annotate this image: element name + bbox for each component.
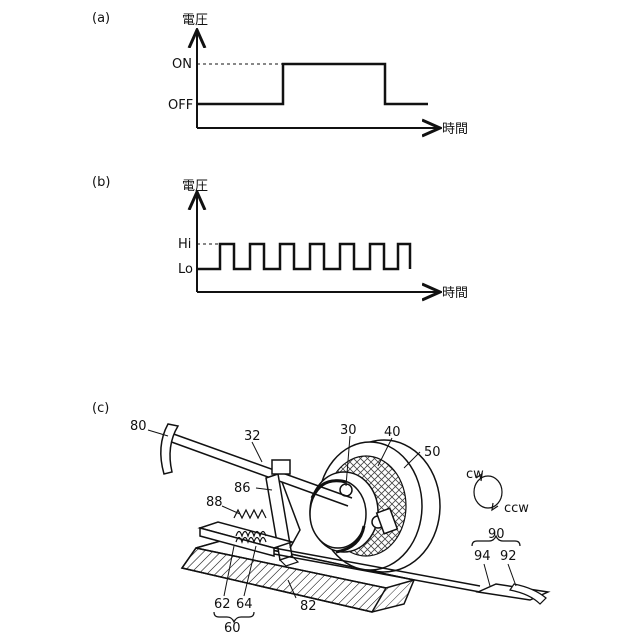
ref-92: 92 (500, 549, 517, 564)
panel-a-x-axis-label: 時間 (442, 122, 468, 137)
panel-b-pwm-waveform (197, 244, 410, 269)
ref-90: 90 (488, 527, 505, 542)
ref-88: 88 (206, 495, 223, 510)
ref-64: 64 (236, 597, 253, 612)
ref-30: 30 (340, 423, 357, 438)
ref-62: 62 (214, 597, 231, 612)
lever-80 (161, 424, 178, 474)
panel-a-y-axis-label: 電圧 (182, 13, 208, 28)
panel-b-hi-label: Hi (178, 237, 191, 252)
ref-86: 86 (234, 481, 251, 496)
panel-b-x-axis-label: 時間 (442, 286, 468, 301)
ref-82: 82 (300, 599, 317, 614)
ref-60: 60 (224, 621, 241, 636)
panel-c-label: (c) (92, 401, 109, 416)
rotation-indicator: cw ccw (466, 467, 529, 516)
ref-94: 94 (474, 549, 491, 564)
ref-40: 40 (384, 425, 401, 440)
panel-b-label: (b) (92, 175, 110, 190)
panel-b: (b) 電圧 時間 Hi Lo (92, 175, 468, 301)
panel-a-off-label: OFF (168, 98, 193, 113)
ref-32: 32 (244, 429, 261, 444)
panel-c: (c) (92, 401, 548, 636)
ccw-label: ccw (504, 501, 529, 516)
panel-a-label: (a) (92, 11, 110, 26)
output-90 (478, 584, 548, 604)
ref-80: 80 (130, 419, 147, 434)
panel-b-y-axis-label: 電圧 (182, 179, 208, 194)
panel-a-pulse-waveform (197, 64, 428, 104)
panel-a: (a) 電圧 時間 ON OFF (92, 11, 468, 137)
panel-b-lo-label: Lo (178, 262, 193, 277)
ref-50: 50 (424, 445, 441, 460)
cw-label: cw (466, 467, 484, 482)
panel-a-on-label: ON (172, 57, 192, 72)
